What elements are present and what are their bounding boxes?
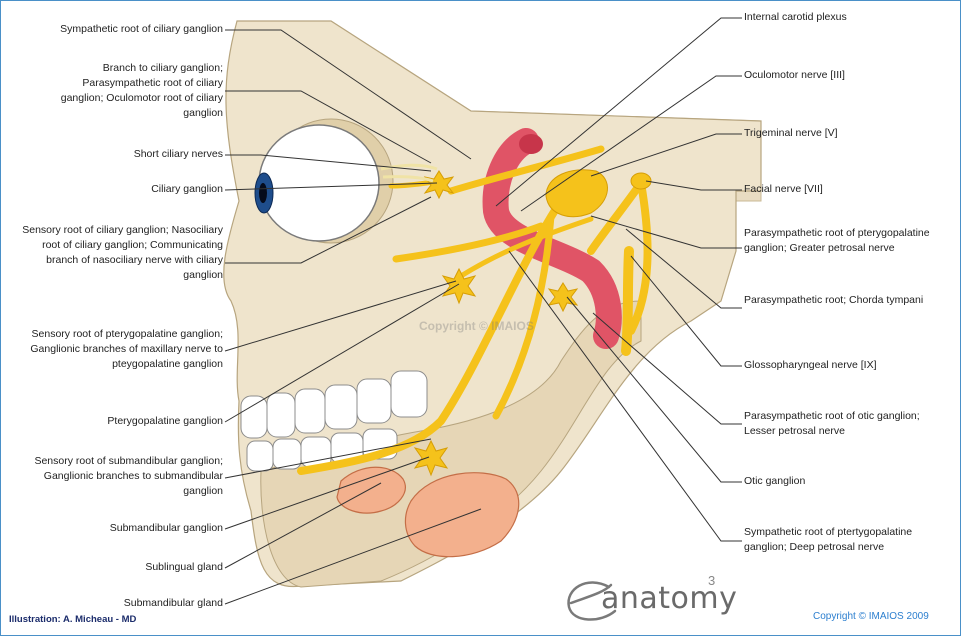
label-lesser-petrosal-nerve: Parasympathetic root of otic ganglion; L… [744,409,944,439]
label-greater-petrosal-nerve: Parasympathetic root of pterygopalatine … [744,226,944,256]
illustration-credit: Illustration: A. Micheau - MD [9,614,136,625]
eyeball [259,125,379,241]
label-internal-carotid-plexus: Internal carotid plexus [744,10,944,25]
glossopharyngeal-nerve [626,251,629,351]
label-sublingual-gland: Sublingual gland [7,560,223,575]
artery-lumen [519,134,543,154]
label-otic-ganglion: Otic ganglion [744,474,944,489]
label-oculomotor-nerve: Oculomotor nerve [III] [744,68,944,83]
label-pterygopalatine-ganglion: Pterygopalatine ganglion [7,414,223,429]
label-short-ciliary-nerves: Short ciliary nerves [7,147,223,162]
label-sensory-root-pterygopalatine: Sensory root of pterygopalatine ganglion… [23,327,223,372]
watermark: Copyright © IMAIOS [419,319,534,333]
label-facial-nerve: Facial nerve [VII] [744,182,944,197]
copyright-notice: Copyright © IMAIOS 2009 [813,611,929,622]
label-chorda-tympani: Parasympathetic root; Chorda tympani [744,293,934,308]
pupil [259,183,267,203]
label-submandibular-ganglion: Submandibular ganglion [7,521,223,536]
label-sympathetic-root-ciliary: Sympathetic root of ciliary ganglion [7,22,223,37]
label-deep-petrosal-nerve: Sympathetic root of ptertygopalatine gan… [744,525,949,555]
label-glossopharyngeal-nerve: Glossopharyngeal nerve [IX] [744,358,944,373]
label-branch-to-ciliary-ganglion: Branch to ciliary ganglion; Parasympathe… [39,61,223,121]
logo-text: anatomy [601,581,737,616]
label-trigeminal-nerve: Trigeminal nerve [V] [744,126,944,141]
label-sensory-root-ciliary: Sensory root of ciliary ganglion; Nasoci… [17,223,223,283]
label-ciliary-ganglion: Ciliary ganglion [7,182,223,197]
label-sensory-root-submandibular: Sensory root of submandibular ganglion; … [31,454,223,499]
label-submandibular-gland: Submandibular gland [7,596,223,611]
logo-superscript: 3 [708,573,715,588]
